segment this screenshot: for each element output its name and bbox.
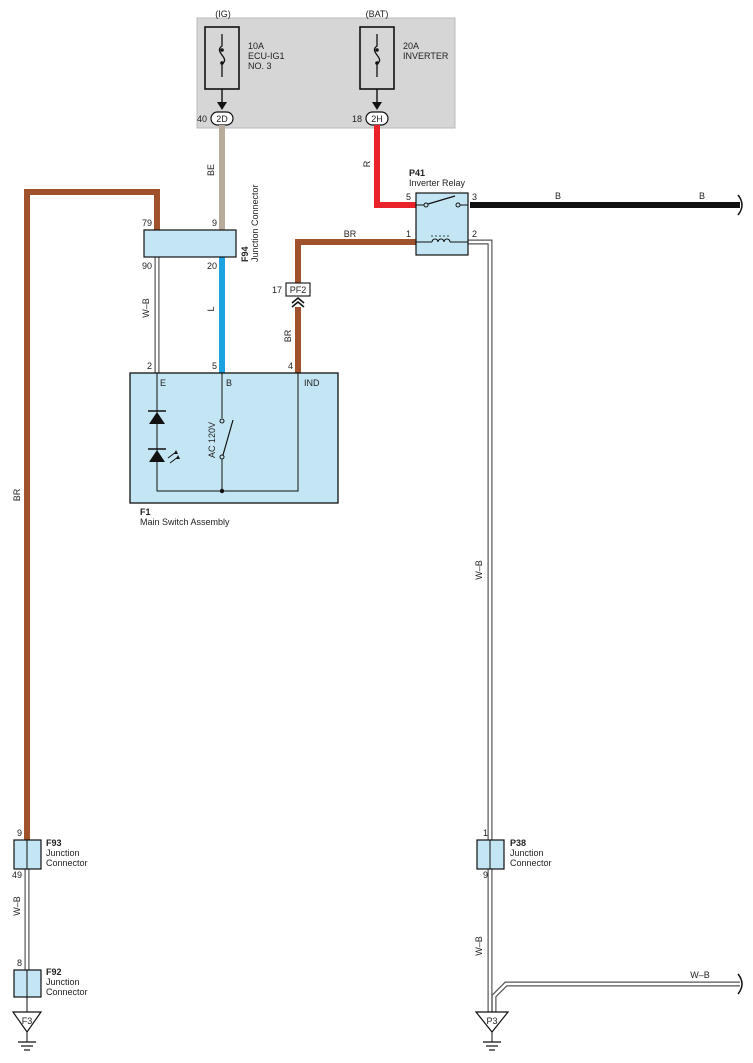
wire-r xyxy=(374,125,416,208)
p38-pin-bottom: 9 xyxy=(483,870,488,880)
f92-line1: Junction xyxy=(46,977,80,987)
main-switch-assembly xyxy=(129,372,339,504)
f94-code: F94 xyxy=(240,246,250,262)
switch-name: Main Switch Assembly xyxy=(140,517,230,527)
ground-f3-label: F3 xyxy=(22,1016,33,1026)
f92-pin-top: 8 xyxy=(17,958,22,968)
f93-code: F93 xyxy=(46,838,62,848)
fuse2-amp: 20A xyxy=(403,41,419,51)
f93-line1: Junction xyxy=(46,848,80,858)
wire-wb-right xyxy=(491,981,740,1012)
ground-p3 xyxy=(474,1011,510,1051)
switch-ac-label: AC 120V xyxy=(207,422,217,458)
switch-pin5: 5 xyxy=(212,361,217,371)
switch-term-e: E xyxy=(160,378,166,388)
p38-line1: Junction xyxy=(510,848,544,858)
f92-code: F92 xyxy=(46,967,62,977)
f94-pin90: 90 xyxy=(142,261,152,271)
ig-label: (IG) xyxy=(215,9,231,19)
relay-pin5: 5 xyxy=(406,192,411,202)
pin-18: 18 xyxy=(352,114,362,124)
wire-be-label: BE xyxy=(206,164,216,176)
wire-b-label-2: B xyxy=(699,191,705,201)
wire-wb-f93-label: W–B xyxy=(12,896,22,916)
connector-2d-label: 2D xyxy=(216,114,228,124)
fuse2-name: INVERTER xyxy=(403,51,449,61)
p38-pin-top: 1 xyxy=(483,828,488,838)
wire-wb-p38-upper-label: W–B xyxy=(474,560,484,580)
fuse1-amp: 10A xyxy=(248,41,264,51)
wire-wb-right-label: W–B xyxy=(690,970,710,980)
fuse-box xyxy=(196,17,456,129)
f93-pin-bottom: 49 xyxy=(12,870,22,880)
f94-pin20: 20 xyxy=(207,261,217,271)
switch-code: F1 xyxy=(140,507,151,517)
wire-r-label: R xyxy=(362,160,372,167)
wire-br-relay xyxy=(295,239,416,283)
f94-name: Junction Connector xyxy=(250,184,260,262)
bat-label: (BAT) xyxy=(366,9,389,19)
switch-pin4: 4 xyxy=(288,361,293,371)
relay-name: Inverter Relay xyxy=(409,178,466,188)
junction-connector-f94 xyxy=(143,229,237,258)
wire-wb-right-break xyxy=(737,973,743,995)
fuse-inverter xyxy=(359,26,395,110)
pf2-chevron-1 xyxy=(291,297,305,304)
switch-term-ind: IND xyxy=(304,378,320,388)
fuse-ecu-ig1 xyxy=(204,26,240,110)
switch-pin2: 2 xyxy=(147,361,152,371)
f94-pin79: 79 xyxy=(142,218,152,228)
wire-wb-p38-lower-label: W–B xyxy=(474,936,484,956)
fuse1-name-line1: ECU-IG1 xyxy=(248,51,285,61)
pf2-label: PF2 xyxy=(290,285,307,295)
ground-p3-label: P3 xyxy=(486,1016,497,1026)
p38-line2: Connector xyxy=(510,858,552,868)
f93-pin-top: 9 xyxy=(17,828,22,838)
f93-line2: Connector xyxy=(46,858,88,868)
p38-code: P38 xyxy=(510,838,526,848)
wire-l-label: L xyxy=(206,306,216,311)
wire-br-left-label: BR xyxy=(12,488,22,501)
relay-pin1: 1 xyxy=(406,229,411,239)
pf2-pin: 17 xyxy=(272,285,282,295)
pf2-chevron-2 xyxy=(291,301,305,308)
wire-wb-f94-label: W–B xyxy=(141,298,151,318)
connector-2h-label: 2H xyxy=(371,114,383,124)
connector-pf2 xyxy=(285,282,311,297)
relay-pin3: 3 xyxy=(472,192,477,202)
wire-b-break xyxy=(737,194,743,216)
f94-pin9: 9 xyxy=(212,218,217,228)
fuse1-name-line2: NO. 3 xyxy=(248,61,272,71)
wire-br-left xyxy=(24,189,160,840)
switch-term-b: B xyxy=(226,378,232,388)
wire-b-label-1: B xyxy=(555,191,561,201)
ground-f3 xyxy=(11,997,43,1051)
wire-br-pf2-label: BR xyxy=(283,329,293,342)
f92-line2: Connector xyxy=(46,987,88,997)
pin-40: 40 xyxy=(197,114,207,124)
relay-pin2: 2 xyxy=(472,229,477,239)
inverter-relay xyxy=(415,192,469,256)
relay-code: P41 xyxy=(409,168,425,178)
wire-wb-p38-upper xyxy=(468,239,493,840)
wire-br-relay-label: BR xyxy=(344,229,357,239)
